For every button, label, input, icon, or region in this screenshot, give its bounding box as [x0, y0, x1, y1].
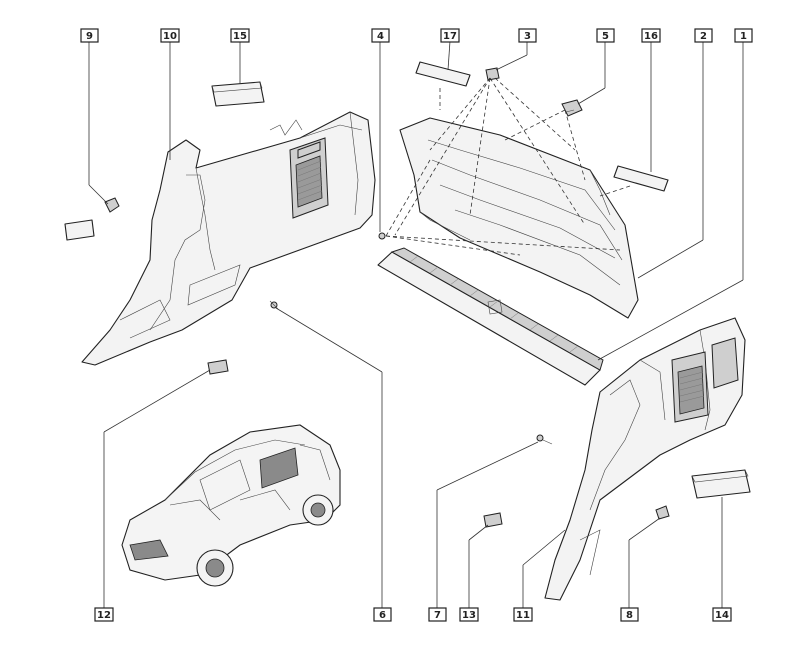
callout-label: 11 — [516, 610, 530, 621]
callout-4: 4 — [371, 28, 390, 43]
foam-pad-part-14 — [691, 469, 751, 499]
callout-label: 6 — [379, 610, 386, 621]
callout-13: 13 — [459, 607, 479, 622]
callout-label: 4 — [377, 31, 384, 42]
pad-part-13 — [483, 512, 503, 528]
callout-label: 7 — [434, 610, 441, 621]
callout-label: 14 — [715, 610, 729, 621]
callout-label: 1 — [740, 31, 747, 42]
clip-part-9 — [64, 197, 120, 241]
callout-label: 13 — [462, 610, 476, 621]
callout-label: 9 — [86, 31, 93, 42]
callout-7: 7 — [428, 607, 447, 622]
callout-14: 14 — [712, 607, 732, 622]
screw-part-4 — [378, 232, 386, 240]
callout-label: 10 — [163, 31, 177, 42]
callout-11: 11 — [513, 607, 533, 622]
callout-8: 8 — [620, 607, 639, 622]
strip-part-17 — [415, 61, 471, 87]
pad-part-12 — [207, 359, 229, 375]
callout-label: 17 — [443, 31, 457, 42]
callout-label: 16 — [644, 31, 658, 42]
callout-label: 12 — [97, 610, 111, 621]
screw-part-7 — [536, 434, 553, 445]
callout-17: 17 — [440, 28, 460, 43]
vehicle-location-view — [121, 424, 341, 587]
left-quarter-trim-panel — [81, 111, 376, 366]
callout-3: 3 — [518, 28, 537, 43]
callout-label: 3 — [524, 31, 531, 42]
leader-lines — [88, 40, 744, 608]
callout-12: 12 — [94, 607, 114, 622]
clip-part-8 — [655, 505, 670, 520]
assembly-lines — [385, 77, 631, 256]
callout-2: 2 — [694, 28, 713, 43]
sill-trim-part-1 — [377, 247, 604, 386]
strip-part-16 — [613, 165, 669, 192]
clip-part-5 — [561, 99, 583, 117]
right-quarter-trim-panel — [544, 317, 746, 601]
callout-label: 2 — [700, 31, 707, 42]
foam-pad-part-15 — [211, 81, 265, 107]
parcel-shelf-part-2 — [399, 117, 639, 319]
callout-9: 9 — [80, 28, 99, 43]
callout-1: 1 — [734, 28, 753, 43]
callout-15: 15 — [230, 28, 250, 43]
callout-10: 10 — [160, 28, 180, 43]
callout-label: 8 — [626, 610, 633, 621]
callout-5: 5 — [596, 28, 615, 43]
callout-6: 6 — [373, 607, 392, 622]
clip-part-3 — [485, 67, 500, 81]
callout-label: 15 — [233, 31, 247, 42]
callout-label: 5 — [602, 31, 609, 42]
callout-16: 16 — [641, 28, 661, 43]
screw-part-6 — [269, 300, 279, 310]
